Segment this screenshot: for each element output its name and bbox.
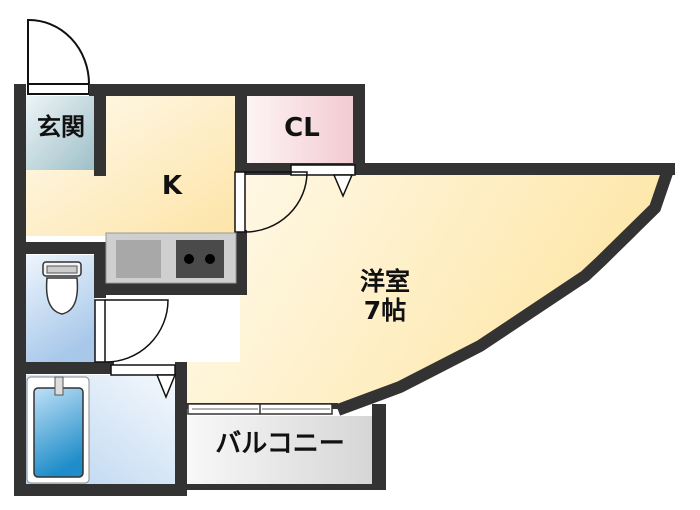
bathtub-icon: [26, 376, 90, 484]
genkan-label: 玄関: [37, 113, 85, 141]
room-door: [234, 171, 308, 233]
western-room-floor: [185, 172, 668, 408]
entrance-door: [27, 18, 91, 95]
walls: [14, 84, 675, 496]
balcony-floor: [187, 416, 372, 484]
balcony-label: バルコニー: [215, 429, 345, 459]
genkan-floor: [25, 96, 95, 170]
bathroom-door: [110, 364, 176, 376]
closet-floor: [247, 96, 353, 164]
closet-label: CL: [284, 113, 320, 143]
balcony-window: [187, 403, 333, 415]
western-room-label: 洋室 7帖: [330, 267, 440, 326]
kitchen-label: K: [161, 171, 183, 201]
angled-wall: [335, 168, 674, 416]
kitchen-counter: [105, 232, 237, 284]
toilet-door: [94, 299, 169, 363]
western-room-size: 7帖: [363, 295, 407, 325]
toilet-icon: [42, 261, 82, 315]
closet-door: [290, 164, 356, 176]
western-room-name: 洋室: [359, 267, 410, 296]
